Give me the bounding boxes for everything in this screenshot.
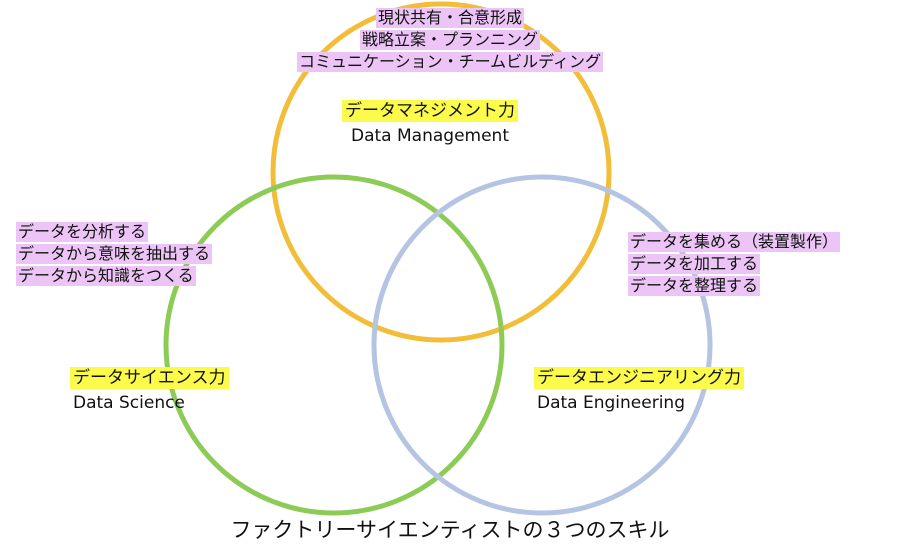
engineering-description: データを整理する [628, 276, 761, 296]
management-description: 戦略立案・プランニング [359, 30, 540, 50]
science-skill-name-en: Data Science [73, 393, 185, 413]
engineering-descriptions: データを集める（装置製作） データを加工する データを整理する [628, 232, 841, 298]
science-skill-label: データサイエンス力 Data Science [70, 367, 229, 413]
management-circle [270, 1, 612, 343]
science-description: データを分析する [16, 222, 149, 242]
science-descriptions: データを分析する データから意味を抽出する データから知識をつくる [16, 222, 213, 288]
science-description: データから知識をつくる [16, 266, 196, 286]
management-skill-label: データマネジメント力 Data Management [0, 100, 860, 146]
management-description: 現状共有・合意形成 [375, 8, 524, 28]
management-skill-name-en: Data Management [351, 126, 509, 146]
engineering-circle [371, 174, 713, 516]
diagram-title: ファクトリーサイエンティストの３つのスキル [230, 518, 670, 542]
engineering-description: データを加工する [628, 254, 761, 274]
engineering-skill-name: データエンジニアリング力 [534, 367, 744, 389]
engineering-description: データを集める（装置製作） [628, 232, 841, 252]
management-skill-name: データマネジメント力 [342, 100, 518, 122]
science-description: データから意味を抽出する [16, 244, 213, 264]
science-skill-name: データサイエンス力 [70, 367, 229, 389]
science-circle [163, 174, 505, 516]
management-descriptions: 現状共有・合意形成 戦略立案・プランニング コミュニケーション・チームビルディン… [0, 8, 900, 74]
management-description: コミュニケーション・チームビルディング [296, 52, 604, 72]
engineering-skill-name-en: Data Engineering [537, 393, 685, 413]
engineering-skill-label: データエンジニアリング力 Data Engineering [534, 367, 744, 413]
